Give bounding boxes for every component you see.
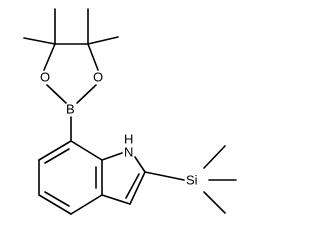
bond-c5a-c4a xyxy=(38,194,72,215)
double-bond-c7-c6 xyxy=(44,148,70,164)
molecule-drawing: O O B N H Si xyxy=(23,8,237,215)
bond-c4a-c3a xyxy=(70,194,103,215)
bond-c5-methyl-right xyxy=(87,36,119,45)
bond-c4-methyl-left xyxy=(23,37,56,45)
atom-nitrogen: N xyxy=(124,144,133,159)
bond-n-c2 xyxy=(134,156,146,173)
atom-boron: B xyxy=(66,101,75,116)
bond-o-right-b xyxy=(76,84,97,104)
bond-c7a-c7 xyxy=(70,140,103,161)
bond-si-methyl-down xyxy=(203,191,226,214)
atom-silicon: Si xyxy=(186,172,198,187)
atom-hydrogen: H xyxy=(124,131,133,146)
bond-c4-o-left xyxy=(43,43,56,71)
atom-oxygen-left: O xyxy=(40,69,50,84)
bond-c5-o-right xyxy=(87,43,99,71)
bond-o-left-b xyxy=(46,84,67,104)
bond-c2-c3 xyxy=(129,171,146,205)
bond-c7a-n xyxy=(101,152,123,161)
double-bond-c2-c3 xyxy=(125,173,140,199)
bond-c2-si xyxy=(144,171,185,181)
bond-c3-c3a xyxy=(101,194,131,205)
structure-canvas: O O B N H Si xyxy=(23,8,237,215)
atom-oxygen-right: O xyxy=(93,69,103,84)
double-bond-c5a-c4a xyxy=(44,191,70,207)
bond-c7-c6 xyxy=(38,140,72,161)
bond-si-methyl-up xyxy=(203,145,226,169)
